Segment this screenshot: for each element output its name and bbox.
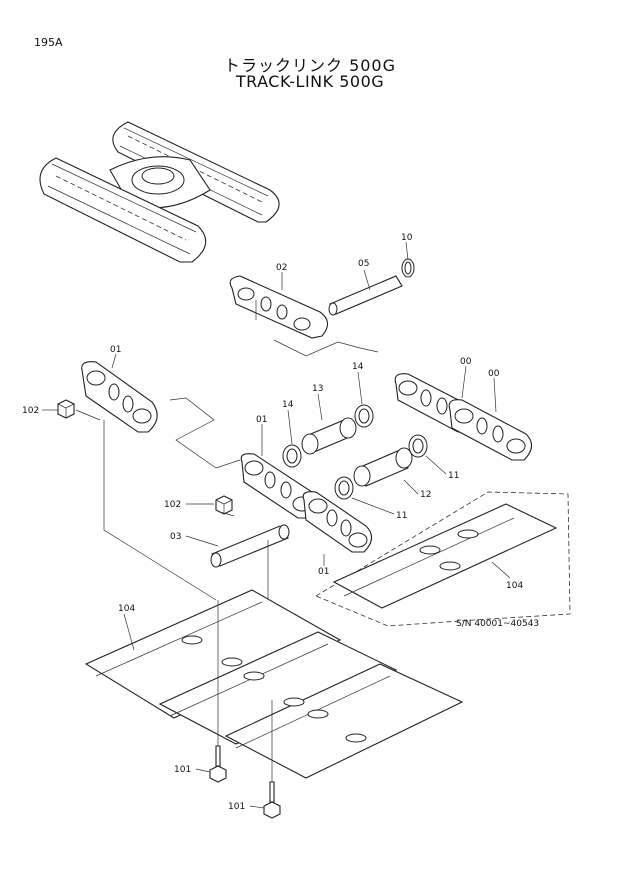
callout-10: 10 — [401, 233, 413, 243]
seal-14-right — [354, 404, 374, 428]
bolt-101-lower — [263, 781, 281, 819]
callout-104-right: 104 — [506, 581, 523, 591]
callout-03: 03 — [170, 532, 181, 542]
snap-ring-10 — [401, 258, 415, 278]
callout-01-mid: 01 — [256, 415, 267, 425]
callout-14-left: 14 — [282, 400, 294, 410]
page-number: 195A — [34, 36, 63, 49]
callout-102-left: 102 — [22, 406, 39, 416]
callout-12: 12 — [420, 490, 431, 500]
callout-101-lower: 101 — [228, 802, 245, 812]
callout-01-left: 01 — [110, 345, 121, 355]
shoe-plates-104-stack — [84, 589, 464, 779]
callouts: 10 05 02 01 102 13 14 14 00 00 01 11 12 … — [22, 233, 539, 812]
callout-11-lower: 11 — [396, 511, 407, 521]
callout-00-b: 00 — [488, 369, 500, 379]
callout-14-right: 14 — [352, 362, 364, 372]
callout-104-left: 104 — [118, 604, 135, 614]
callout-102-mid: 102 — [164, 500, 181, 510]
shoe-plate-104-right — [315, 491, 571, 627]
callout-11-upper: 11 — [448, 471, 459, 481]
callout-00-a: 00 — [460, 357, 472, 367]
master-link-02 — [229, 275, 379, 357]
bushing-12 — [353, 447, 413, 487]
nut-102-mid — [215, 495, 233, 515]
bolt-101-upper — [209, 745, 227, 783]
pin-03 — [210, 524, 290, 568]
nut-102-left — [57, 399, 75, 419]
master-pin-05 — [328, 275, 403, 316]
title-english: TRACK-LINK 500G — [235, 72, 385, 91]
callout-01-bottom: 01 — [318, 567, 329, 577]
link-assembly-00 — [394, 373, 533, 461]
serial-number-note: S/N 40001~40543 — [456, 619, 539, 629]
title-japanese: トラックリンク 500G — [223, 56, 397, 75]
callout-13: 13 — [312, 384, 323, 394]
seal-14-left — [282, 444, 302, 468]
bushing-13 — [301, 417, 357, 455]
seal-11-lower — [334, 476, 354, 500]
callout-101-upper: 101 — [174, 765, 191, 775]
link-01-center — [240, 453, 373, 553]
seal-11-upper — [408, 434, 428, 458]
callout-05: 05 — [358, 259, 369, 269]
link-01-left — [81, 361, 158, 433]
undercarriage-overview — [39, 121, 280, 263]
callout-02: 02 — [276, 263, 287, 273]
